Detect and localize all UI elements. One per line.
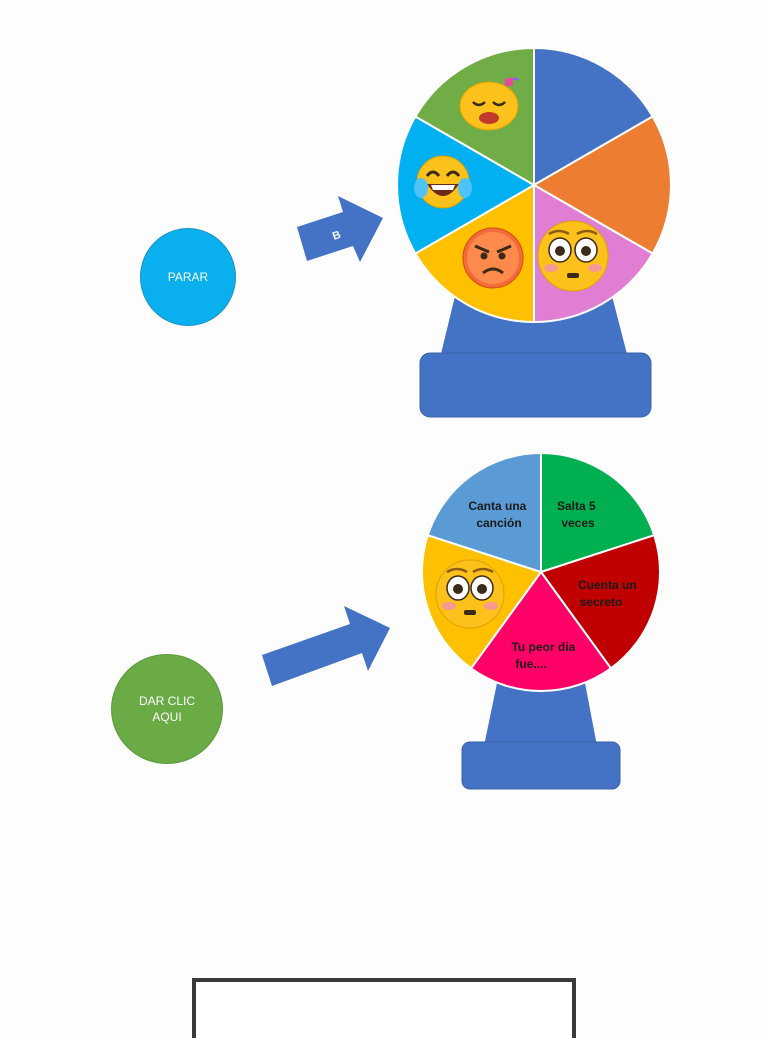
- sleepy-face-icon: [459, 77, 520, 131]
- stop-button[interactable]: PARAR: [140, 228, 236, 326]
- top-arrow-label: B: [331, 229, 343, 243]
- label-sing: Canta una canción: [468, 499, 529, 530]
- wheel-top-slice-orange: [532, 115, 672, 255]
- label-jump: Salta 5 veces: [557, 499, 599, 530]
- bottom-frame: [192, 978, 576, 1038]
- label-worst-day: Tu peor dia fue....: [511, 640, 578, 671]
- flushed-face-icon: [537, 220, 609, 292]
- bottom-wheel-stand: [461, 683, 621, 790]
- angry-face-icon: [462, 227, 524, 289]
- wheel-bottom-slice-magenta: [469, 570, 613, 692]
- flushed-face-icon: [435, 559, 505, 629]
- wheel-top-slice-blue: [533, 46, 654, 187]
- wheel-bottom-slice-red: [539, 533, 662, 670]
- stop-button-label: PARAR: [167, 270, 209, 284]
- click-here-button[interactable]: DAR CLIC AQUI: [111, 654, 223, 764]
- laughing-tears-face-icon: [414, 155, 472, 209]
- click-here-button-label: DAR CLIC AQUI: [138, 694, 195, 724]
- bottom-arrow: [262, 606, 390, 686]
- label-secret: Cuenta un secreto: [578, 578, 640, 609]
- wheel-bottom-slice-lightblue: [426, 451, 542, 574]
- top-arrow: B: [297, 196, 383, 262]
- wheel-bottom-slice-green: [540, 451, 656, 574]
